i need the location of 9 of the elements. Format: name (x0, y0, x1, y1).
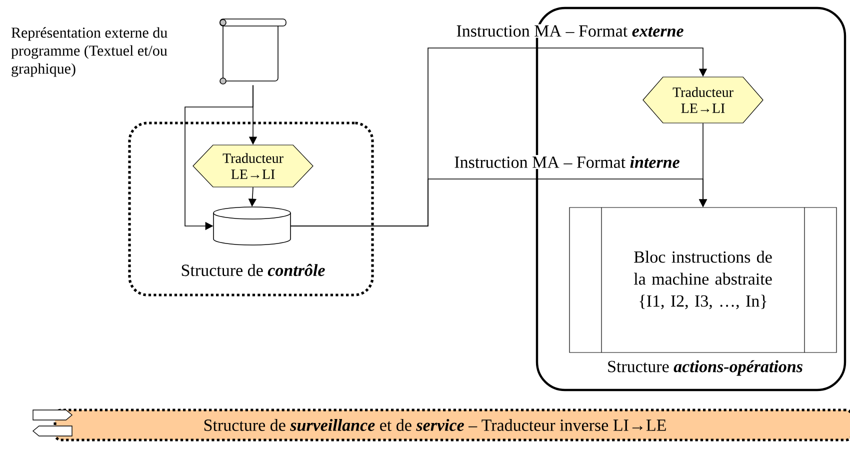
edge-label: Instruction MA – Format interne (453, 155, 681, 169)
caption-text: Représentation externe du programme (Textuel et/ou graphique) (11, 27, 168, 77)
edge-label: Instruction MA – Format externe (455, 24, 685, 38)
service-band: Structure de surveillance et de service – Traducteur inverse LI→LE (54, 408, 850, 442)
scroll-icon (220, 18, 286, 84)
process-box: Bloc instructions de la machine abstraite {I1, I2, I3, …, In} (569, 207, 837, 353)
storage-cylinder (213, 206, 291, 246)
translator-hexagon: Traducteur LE→LI (192, 144, 314, 188)
translator-hexagon: Traducteur LE→LI (642, 76, 764, 124)
